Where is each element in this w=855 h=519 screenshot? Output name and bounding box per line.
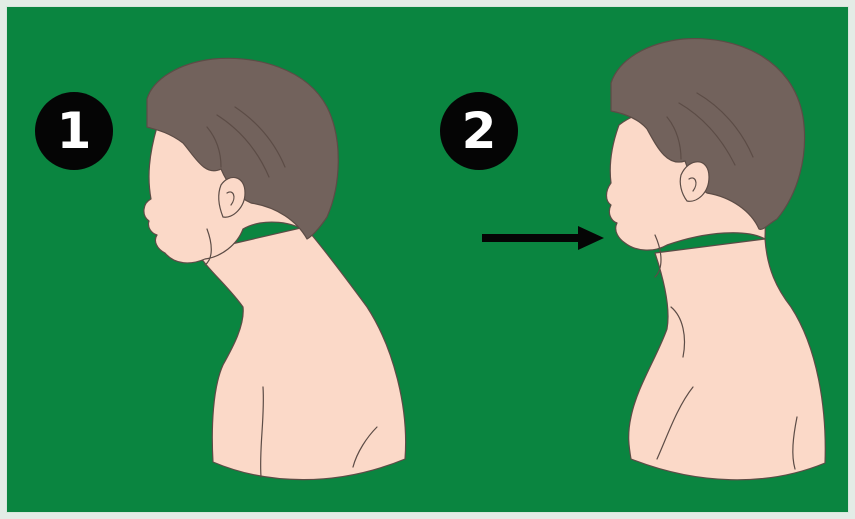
illustration-panel: 1 2 bbox=[6, 6, 849, 513]
step-2-torso bbox=[629, 239, 826, 480]
right-arrow-icon bbox=[482, 225, 608, 251]
step-1-number-badge: 1 bbox=[35, 92, 113, 170]
step-2-number: 2 bbox=[462, 106, 497, 156]
step-2-person-figure bbox=[7, 7, 850, 514]
step-1-number: 1 bbox=[57, 106, 92, 156]
step-2-number-badge: 2 bbox=[440, 92, 518, 170]
